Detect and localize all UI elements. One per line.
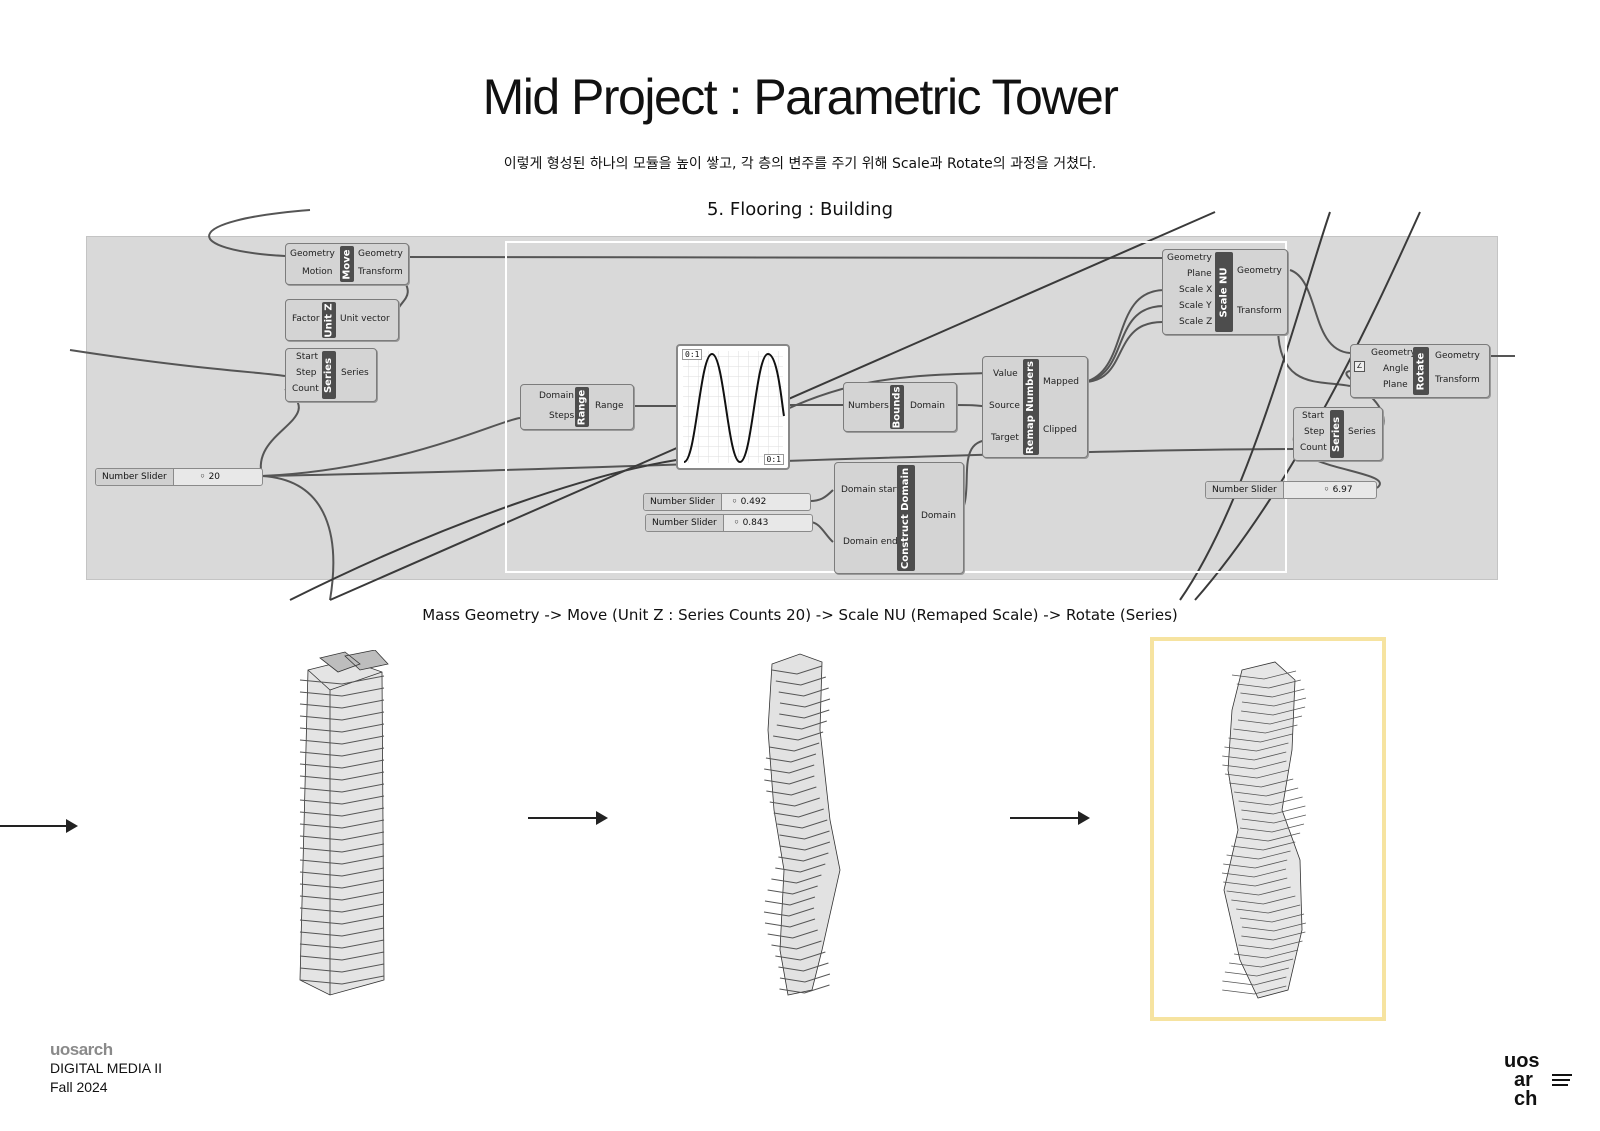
footer-term: Fall 2024	[50, 1079, 108, 1095]
output-geometry[interactable]: Geometry	[358, 249, 403, 259]
component-name: Series	[322, 351, 336, 399]
output-series[interactable]: Series	[341, 368, 369, 378]
svg-text:uos: uos	[1504, 1050, 1540, 1072]
input-source[interactable]: Source	[989, 401, 1020, 411]
unit-z-component[interactable]: Factor Unit Z Unit vector	[285, 299, 399, 341]
slider-value[interactable]: 20	[174, 472, 220, 482]
input-count[interactable]: Count	[292, 384, 319, 394]
input-domain[interactable]: Domain	[539, 391, 574, 401]
section-heading: 5. Flooring : Building	[706, 199, 894, 220]
input-angle[interactable]: Angle	[1383, 364, 1409, 374]
input-step[interactable]: Step	[1304, 427, 1325, 437]
input-geometry[interactable]: Geometry	[1167, 253, 1212, 263]
output-domain[interactable]: Domain	[910, 401, 945, 411]
input-target[interactable]: Target	[991, 433, 1019, 443]
component-name: Construct Domain	[897, 465, 915, 571]
output-clipped[interactable]: Clipped	[1043, 425, 1077, 435]
input-geometry[interactable]: Geometry	[290, 249, 335, 259]
footer: uosarch DIGITAL MEDIA II Fall 2024	[50, 1040, 162, 1097]
move-component[interactable]: Geometry Motion Move Geometry Transform	[285, 243, 409, 285]
angle-radians-icon: ∠	[1354, 361, 1365, 372]
slider-label: Number Slider	[96, 469, 174, 485]
input-count[interactable]: Count	[1300, 443, 1327, 453]
component-name: Unit Z	[322, 302, 336, 338]
input-scale-x[interactable]: Scale X	[1179, 285, 1213, 295]
arrow-icon	[1010, 811, 1090, 825]
construct-domain-component[interactable]: Domain start Domain end Construct Domain…	[834, 462, 964, 574]
output-domain[interactable]: Domain	[921, 511, 956, 521]
input-start[interactable]: Start	[296, 352, 318, 362]
footer-course: DIGITAL MEDIA II	[50, 1060, 163, 1076]
scale-nu-component[interactable]: Geometry Plane Scale X Scale Y Scale Z S…	[1162, 249, 1288, 335]
input-start[interactable]: Start	[1302, 411, 1324, 421]
arrow-icon	[528, 811, 608, 825]
slider-label: Number Slider	[644, 494, 722, 510]
number-slider-domain-end[interactable]: Number Slider 0.843	[645, 514, 813, 532]
component-name: Range	[575, 387, 589, 427]
tower-moved-image	[299, 650, 389, 996]
footer-brand: uosarch	[50, 1040, 113, 1059]
number-slider-count[interactable]: Number Slider 20	[95, 468, 263, 486]
input-geometry[interactable]: Geometry	[1371, 348, 1416, 358]
svg-text:ar: ar	[1514, 1069, 1533, 1091]
svg-text:ch: ch	[1514, 1088, 1537, 1106]
series-component[interactable]: Start Step Count Series Series	[285, 348, 377, 402]
output-series[interactable]: Series	[1348, 427, 1376, 437]
input-domain-end[interactable]: Domain end	[843, 537, 898, 547]
slider-value[interactable]: 0.843	[724, 518, 769, 528]
input-factor[interactable]: Factor	[292, 314, 320, 324]
slider-value[interactable]: 0.492	[722, 497, 767, 507]
input-plane[interactable]: Plane	[1383, 380, 1408, 390]
slider-label: Number Slider	[1206, 482, 1284, 498]
output-range[interactable]: Range	[595, 401, 624, 411]
component-name: Remap Numbers	[1023, 359, 1039, 455]
series-component-2[interactable]: Start Step Count Series Series	[1293, 407, 1383, 461]
output-geometry[interactable]: Geometry	[1237, 266, 1282, 276]
graph-mapper[interactable]: 0:1 0:1	[676, 344, 790, 470]
number-slider-domain-start[interactable]: Number Slider 0.492	[643, 493, 811, 511]
range-component[interactable]: Domain Steps Range Range	[520, 384, 634, 430]
input-numbers[interactable]: Numbers	[848, 401, 889, 411]
output-transform[interactable]: Transform	[1237, 306, 1282, 316]
input-step[interactable]: Step	[296, 368, 317, 378]
page-title: Mid Project : Parametric Tower	[482, 69, 1119, 125]
component-name: Bounds	[890, 385, 904, 429]
highlight-frame	[1150, 637, 1386, 1021]
rotate-component[interactable]: Geometry ∠ Angle Plane Rotate Geometry T…	[1350, 344, 1490, 398]
output-geometry[interactable]: Geometry	[1435, 351, 1480, 361]
input-motion[interactable]: Motion	[302, 267, 333, 277]
output-mapped[interactable]: Mapped	[1043, 377, 1079, 387]
arrow-icon	[0, 819, 78, 833]
remap-numbers-component[interactable]: Value Source Target Remap Numbers Mapped…	[982, 356, 1088, 458]
output-transform[interactable]: Transform	[358, 267, 403, 277]
process-caption: Mass Geometry -> Move (Unit Z : Series C…	[422, 606, 1178, 624]
sine-curve	[683, 351, 785, 464]
input-value[interactable]: Value	[993, 369, 1018, 379]
output-unit-vector[interactable]: Unit vector	[340, 314, 390, 324]
input-plane[interactable]: Plane	[1187, 269, 1212, 279]
input-steps[interactable]: Steps	[549, 411, 575, 421]
input-scale-y[interactable]: Scale Y	[1179, 301, 1212, 311]
component-name: Series	[1330, 410, 1344, 458]
graph-label-top: 0:1	[682, 349, 703, 360]
university-logo: uos ar ch	[1504, 1050, 1572, 1106]
tower-scaled-image	[763, 653, 841, 996]
input-domain-start[interactable]: Domain start	[841, 485, 900, 495]
subtitle: 이렇게 형성된 하나의 모듈을 높이 쌓고, 각 층의 변주를 주기 위해 Sc…	[503, 156, 1097, 172]
graph-label-bottom: 0:1	[763, 454, 784, 465]
component-name: Move	[340, 246, 354, 282]
slider-label: Number Slider	[646, 515, 724, 531]
output-transform[interactable]: Transform	[1435, 375, 1480, 385]
wire-layer	[69, 209, 1515, 601]
slider-value[interactable]: 6.97	[1284, 485, 1353, 495]
component-name: Scale NU	[1215, 252, 1233, 332]
input-scale-z[interactable]: Scale Z	[1179, 317, 1213, 327]
tower-rotated-image	[1221, 661, 1307, 999]
bounds-component[interactable]: Numbers Bounds Domain	[843, 382, 957, 432]
component-name: Rotate	[1413, 347, 1429, 395]
number-slider-rotation[interactable]: Number Slider 6.97	[1205, 481, 1377, 499]
